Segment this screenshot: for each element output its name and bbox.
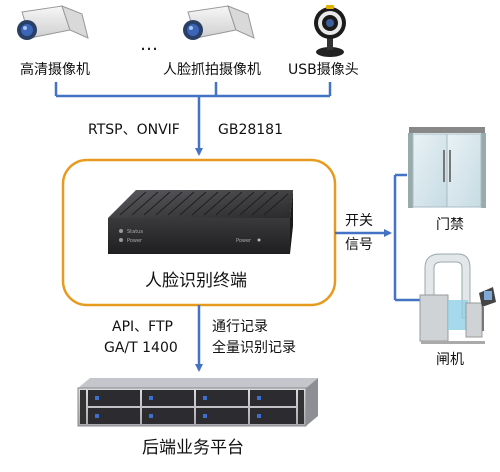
camera-label-hd: 高清摄像机 bbox=[20, 62, 90, 78]
camera-connector bbox=[54, 82, 332, 156]
glass-door-icon bbox=[408, 127, 486, 208]
upload-records-line1: 通行记录 bbox=[212, 319, 268, 335]
protocol-label-gb28181: GB28181 bbox=[218, 122, 283, 138]
platform-label: 后端业务平台 bbox=[142, 438, 244, 458]
terminal-label: 人脸识别终端 bbox=[145, 271, 247, 291]
face-recognition-terminal-icon: Status Power Power bbox=[108, 190, 293, 254]
status-led-label: Status bbox=[127, 229, 143, 235]
box-camera-icon bbox=[17, 5, 89, 40]
power-led-label: Power bbox=[127, 238, 143, 244]
rack-server-icon bbox=[77, 378, 318, 427]
access-label-gate: 闸机 bbox=[436, 352, 464, 368]
control-signal-label-line1: 开关 bbox=[345, 213, 373, 229]
webcam-icon bbox=[314, 5, 346, 57]
upload-records-line2: 全量识别记录 bbox=[212, 340, 296, 356]
protocol-label-rtsp-onvif: RTSP、ONVIF bbox=[88, 122, 180, 138]
upload-protocol-line2: GA/T 1400 bbox=[104, 340, 178, 356]
box-camera-icon bbox=[183, 5, 255, 40]
access-label-door: 门禁 bbox=[436, 217, 464, 233]
camera-label-usb: USB摄像头 bbox=[288, 62, 359, 78]
upload-protocol-line1: API、FTP bbox=[112, 319, 173, 335]
power-button-label: Power bbox=[236, 238, 252, 244]
control-signal-label-line2: 信号 bbox=[345, 237, 373, 253]
turnstile-gate-icon bbox=[419, 253, 496, 344]
ellipsis-text: … bbox=[140, 34, 158, 55]
camera-label-face-capture: 人脸抓拍摄像机 bbox=[163, 62, 261, 78]
signal-connector bbox=[335, 173, 422, 302]
